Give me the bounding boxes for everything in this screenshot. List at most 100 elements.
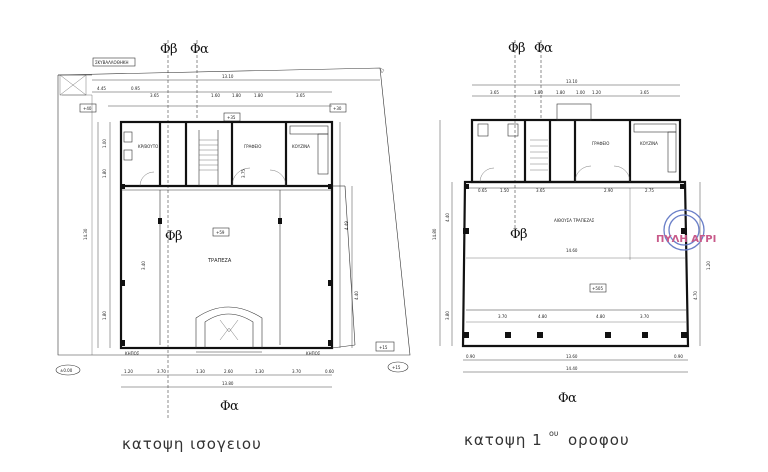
site-boundary [57, 67, 411, 356]
svg-text:Φ: Φ [558, 391, 569, 406]
svg-text:1.00: 1.00 [576, 90, 585, 95]
svg-text:Φ: Φ [165, 229, 176, 244]
svg-text:1.80: 1.80 [232, 93, 241, 98]
svg-text:4.49: 4.49 [344, 221, 349, 230]
svg-text:Φ: Φ [220, 399, 231, 414]
svg-text:0.65: 0.65 [478, 188, 487, 193]
svg-text:1.60: 1.60 [211, 93, 220, 98]
svg-text:β: β [520, 227, 528, 242]
svg-text:1.80: 1.80 [556, 90, 565, 95]
svg-text:α: α [230, 399, 239, 414]
svg-text:14.80: 14.80 [432, 228, 437, 240]
svg-text:2.90: 2.90 [604, 188, 613, 193]
svg-text:4.80: 4.80 [538, 314, 547, 319]
svg-text:3.75: 3.75 [241, 169, 246, 178]
first-bottom-dimensions: 13.60 14.40 0.90 0.90 [463, 354, 688, 373]
ground-floor-caption: κατοψη ισογειου [122, 435, 262, 453]
svg-text:+40: +40 [83, 106, 92, 111]
svg-text:3.80: 3.80 [445, 311, 450, 320]
first-side-dimensions: 14.80 4.40 4.70 1.20 3.80 [432, 120, 711, 346]
svg-text:13.10: 13.10 [222, 74, 234, 79]
first-top-dimensions: 13.10 3.65 1.80 1.80 1.00 1.20 3.65 [472, 79, 680, 97]
svg-text:+15: +15 [392, 365, 401, 370]
svg-text:3.65: 3.65 [490, 90, 499, 95]
svg-text:1.80: 1.80 [102, 311, 107, 320]
svg-text:2.75: 2.75 [645, 188, 654, 193]
first-hall-label: ΑΙΘΟΥΣΑ ΤΡΑΠΕΖΑΣ [554, 218, 595, 223]
ground-floor-plan: Φ β Φ α ΣΚΥΒΑΛΛΟΘΗΚΗ 4.45 13.10 0.95 3.6… [55, 40, 411, 453]
svg-text:3.65: 3.65 [150, 93, 159, 98]
svg-text:1.80: 1.80 [534, 90, 543, 95]
room-hall-label: ΤΡΑΠΕΖΑ [207, 258, 232, 264]
ground-top-dimensions: 4.45 13.10 0.95 3.65 1.60 1.80 1.80 3.65 [92, 74, 380, 107]
svg-text:Φ: Φ [534, 41, 545, 56]
agency-stamp: ΠΥΛΗ ΑΓΡΙ [656, 209, 716, 251]
svg-text:1.30: 1.30 [196, 369, 205, 374]
svg-text:ΚΟΥΖΙΝΑ: ΚΟΥΖΙΝΑ [640, 141, 658, 146]
svg-text:ΚΗΠΟΣ: ΚΗΠΟΣ [125, 351, 140, 356]
svg-text:1.00: 1.00 [102, 139, 107, 148]
svg-text:3.70: 3.70 [157, 369, 166, 374]
svg-text:3.40: 3.40 [141, 261, 146, 270]
svg-text:ου: ου [549, 429, 559, 438]
ground-walls [119, 120, 356, 350]
ground-side-dimensions: 14.30 1.00 1.80 3.75 3.40 4.49 4.40 1.80 [83, 122, 359, 348]
svg-text:κατοψη 1: κατοψη 1 [464, 431, 543, 449]
svg-text:1.50: 1.50 [500, 188, 509, 193]
svg-text:+30: +30 [333, 106, 342, 111]
svg-text:4.45: 4.45 [97, 86, 106, 91]
svg-text:ΠΥΛΗ ΑΓΡΙ: ΠΥΛΗ ΑΓΡΙ [656, 234, 716, 245]
svg-text:±0.00: ±0.00 [60, 368, 73, 373]
section-beta-label: β [170, 42, 178, 57]
svg-text:Φ: Φ [160, 42, 171, 57]
entrance [195, 306, 263, 353]
svg-text:13.10: 13.10 [566, 79, 578, 84]
svg-text:3.65: 3.65 [536, 188, 545, 193]
svg-text:1.20: 1.20 [706, 261, 711, 270]
section-alpha-label: α [200, 42, 209, 57]
first-room-labels: ΓΡΑΦΕΙΟ ΚΟΥΖΙΝΑ ΑΙΘΟΥΣΑ ΤΡΑΠΕΖΑΣ +505 Φ … [510, 141, 658, 293]
svg-text:3.70: 3.70 [498, 314, 507, 319]
svg-text:3.65: 3.65 [296, 93, 305, 98]
svg-text:14.60: 14.60 [566, 248, 578, 253]
first-inner-dimensions: 0.65 1.50 3.65 2.90 2.75 14.60 3.70 4.80… [478, 188, 654, 319]
svg-text:β: β [518, 41, 526, 56]
ground-room-labels: ΚΡ/ΒΟΥΤΟ ΓΡΑΦΕΙΟ ΚΟΥΖΙΝΑ ΤΡΑΠΕΖΑ Φ β ΚΗΠ… [125, 144, 321, 356]
svg-text:Φ: Φ [190, 42, 201, 57]
waste-storage-label: ΣΚΥΒΑΛΛΟΘΗΚΗ [95, 60, 128, 65]
svg-text:1.30: 1.30 [255, 369, 264, 374]
svg-text:1.20: 1.20 [592, 90, 601, 95]
svg-text:+505: +505 [592, 286, 603, 291]
svg-text:Φ: Φ [508, 41, 519, 56]
svg-text:3.70: 3.70 [292, 369, 301, 374]
room-office-label: ΓΡΑΦΕΙΟ [244, 144, 261, 149]
svg-text:0.60: 0.60 [325, 369, 334, 374]
svg-text:4.70: 4.70 [693, 291, 698, 300]
svg-text:0.95: 0.95 [131, 86, 140, 91]
svg-text:4.40: 4.40 [354, 291, 359, 300]
ground-bottom-dimensions: 1.20 3.70 1.30 2.60 1.30 3.70 0.60 13.80 [121, 369, 334, 388]
room-wc-label: ΚΡ/ΒΟΥΤΟ [138, 144, 158, 149]
svg-text:4.40: 4.40 [445, 213, 450, 222]
first-floor-caption: κατοψη 1 ου οροφου [464, 429, 630, 449]
svg-text:1.80: 1.80 [102, 169, 107, 178]
svg-text:οροφου: οροφου [568, 431, 630, 449]
svg-text:13.80: 13.80 [222, 381, 234, 386]
svg-text:2.60: 2.60 [224, 369, 233, 374]
svg-text:0.90: 0.90 [674, 354, 683, 359]
svg-text:1.20: 1.20 [124, 369, 133, 374]
svg-text:ΚΗΠΟΣ: ΚΗΠΟΣ [306, 351, 321, 356]
svg-text:+59: +59 [216, 230, 225, 235]
first-floor-plan: Φ β Φ α 13.10 3.65 1.80 1.80 1.00 1.20 3… [432, 40, 711, 449]
svg-text:+35: +35 [227, 115, 236, 120]
svg-text:α: α [568, 391, 577, 406]
first-walls [461, 103, 690, 348]
svg-text:ΓΡΑΦΕΙΟ: ΓΡΑΦΕΙΟ [592, 141, 609, 146]
svg-text:4.80: 4.80 [596, 314, 605, 319]
ground-level-tags: +40 +35 +30 +59 +15 ±0.00 +15 [55, 103, 409, 376]
svg-text:3.70: 3.70 [640, 314, 649, 319]
svg-text:0.90: 0.90 [466, 354, 475, 359]
svg-text:α: α [544, 41, 553, 56]
svg-text:14.40: 14.40 [566, 366, 578, 371]
